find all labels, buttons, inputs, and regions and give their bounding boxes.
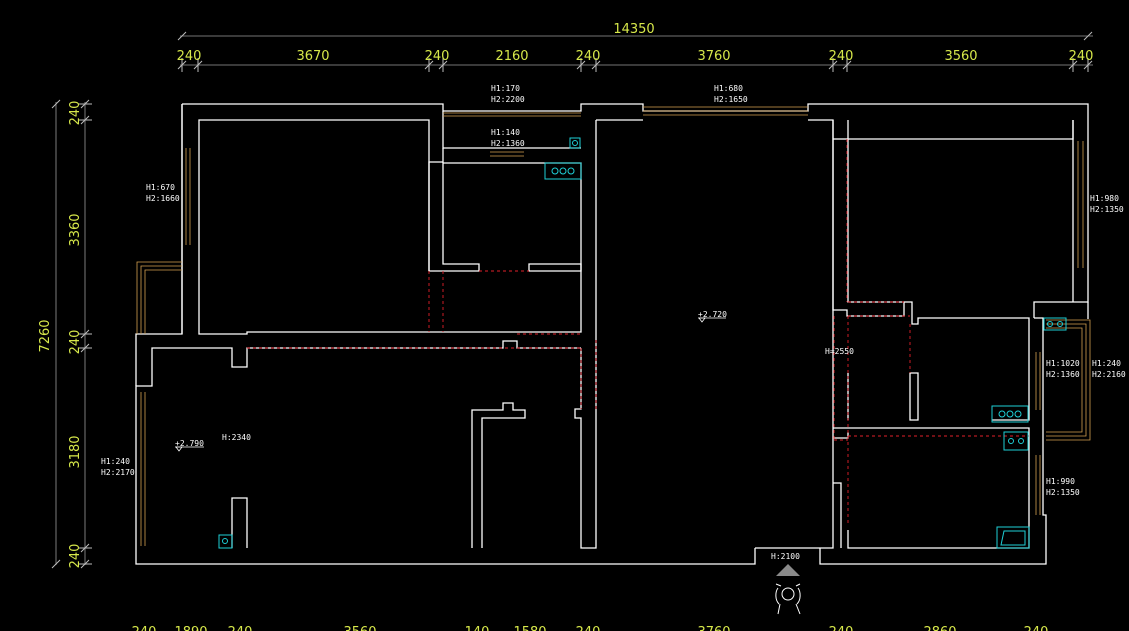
bottom-dim-4: 3560 [343, 625, 376, 631]
dimension-tick [51, 99, 61, 109]
note-h2: H2:2200 [491, 95, 525, 104]
walls [135, 103, 1089, 565]
bottom-dim-1: 240 [132, 625, 157, 631]
height-label: H=2550 [825, 347, 854, 356]
note-h2: H2:1650 [714, 95, 748, 104]
note-h1: H1:680 [714, 84, 743, 93]
top-dim-9: 240 [1069, 49, 1094, 64]
window-notes: H1:170 H2:2200 H1:680 H2:1650 H1:140 H2:… [101, 84, 1126, 497]
elevation-label: +2.790 [175, 439, 204, 448]
bottom-dim-7: 240 [576, 625, 601, 631]
note-h1: H1:990 [1046, 477, 1075, 486]
height-label: H:2340 [222, 433, 251, 442]
dimension-tick [177, 31, 187, 41]
note-h2: H2:1350 [1090, 205, 1124, 214]
drain-icon [1043, 317, 1067, 331]
note-h1: H1:240 [101, 457, 130, 466]
left-dim-4: 3180 [68, 435, 83, 468]
drain-icon [218, 534, 233, 549]
left-dim-1: 240 [68, 101, 83, 126]
bottom-dim-9: 240 [829, 625, 854, 631]
bottom-dim-6: 1580 [513, 625, 546, 631]
bottom-dim-11: 240 [1024, 625, 1049, 631]
note-h1: H1:980 [1090, 194, 1119, 203]
left-dim-3: 240 [68, 330, 83, 355]
beam-lines [247, 139, 1029, 526]
elevation-marker-icon [175, 446, 204, 452]
top-dim-7: 240 [829, 49, 854, 64]
left-total-dimension: 7260 [38, 319, 53, 352]
bathtub-icon [996, 526, 1030, 549]
note-h2: H2:1360 [1046, 370, 1080, 379]
top-dim-8: 3560 [944, 49, 977, 64]
top-dim-2: 3670 [296, 49, 329, 64]
note-h1: H1:1020 [1046, 359, 1080, 368]
bottom-dim-8: 3760 [697, 625, 730, 631]
top-dim-5: 240 [576, 49, 601, 64]
person-figure-icon [775, 583, 801, 615]
elevation-marks: +2.720 +2.790 [175, 310, 727, 452]
top-dim-3: 240 [425, 49, 450, 64]
bottom-dim-3: 240 [228, 625, 253, 631]
note-h2: H2:2160 [1092, 370, 1126, 379]
entrance [775, 564, 801, 615]
drain-icon [569, 137, 581, 149]
fixtures [218, 137, 1067, 549]
elevation-marker-icon [698, 317, 726, 323]
bottom-dim-5: 140 [465, 625, 490, 631]
entrance-arrow-icon [776, 564, 800, 576]
stove-icon [991, 405, 1029, 423]
top-dim-6: 3760 [697, 49, 730, 64]
note-h1: H1:240 [1092, 359, 1121, 368]
bottom-dim-10: 2860 [923, 625, 956, 631]
left-dimensions: 7260 240 3360 240 3180 240 [38, 99, 92, 569]
height-label: H:2100 [771, 552, 800, 561]
stove-icon [544, 162, 582, 180]
windows [136, 106, 1091, 546]
drain-icon [1003, 431, 1029, 451]
bottom-dim-2: 1890 [174, 625, 207, 631]
height-notes: H=2550 H:2340 H:2100 [222, 347, 854, 561]
left-dim-5: 240 [68, 544, 83, 569]
note-h2: H2:1350 [1046, 488, 1080, 497]
note-h2: H2:1360 [491, 139, 525, 148]
elevation-label: +2.720 [698, 310, 727, 319]
top-dim-4: 2160 [495, 49, 528, 64]
note-h2: H2:2170 [101, 468, 135, 477]
dimension-tick [1083, 31, 1093, 41]
top-dim-1: 240 [177, 49, 202, 64]
note-h1: H1:140 [491, 128, 520, 137]
top-total-dimension: 14350 [613, 22, 654, 37]
dimension-tick [51, 559, 61, 569]
left-dim-2: 3360 [68, 213, 83, 246]
note-h1: H1:670 [146, 183, 175, 192]
note-h2: H2:1660 [146, 194, 180, 203]
top-dimensions: 14350 240 3670 240 2160 240 3760 240 356… [177, 22, 1094, 72]
bottom-dimensions: 240 1890 240 3560 140 1580 240 3760 240 … [132, 625, 1049, 631]
note-h1: H1:170 [491, 84, 520, 93]
